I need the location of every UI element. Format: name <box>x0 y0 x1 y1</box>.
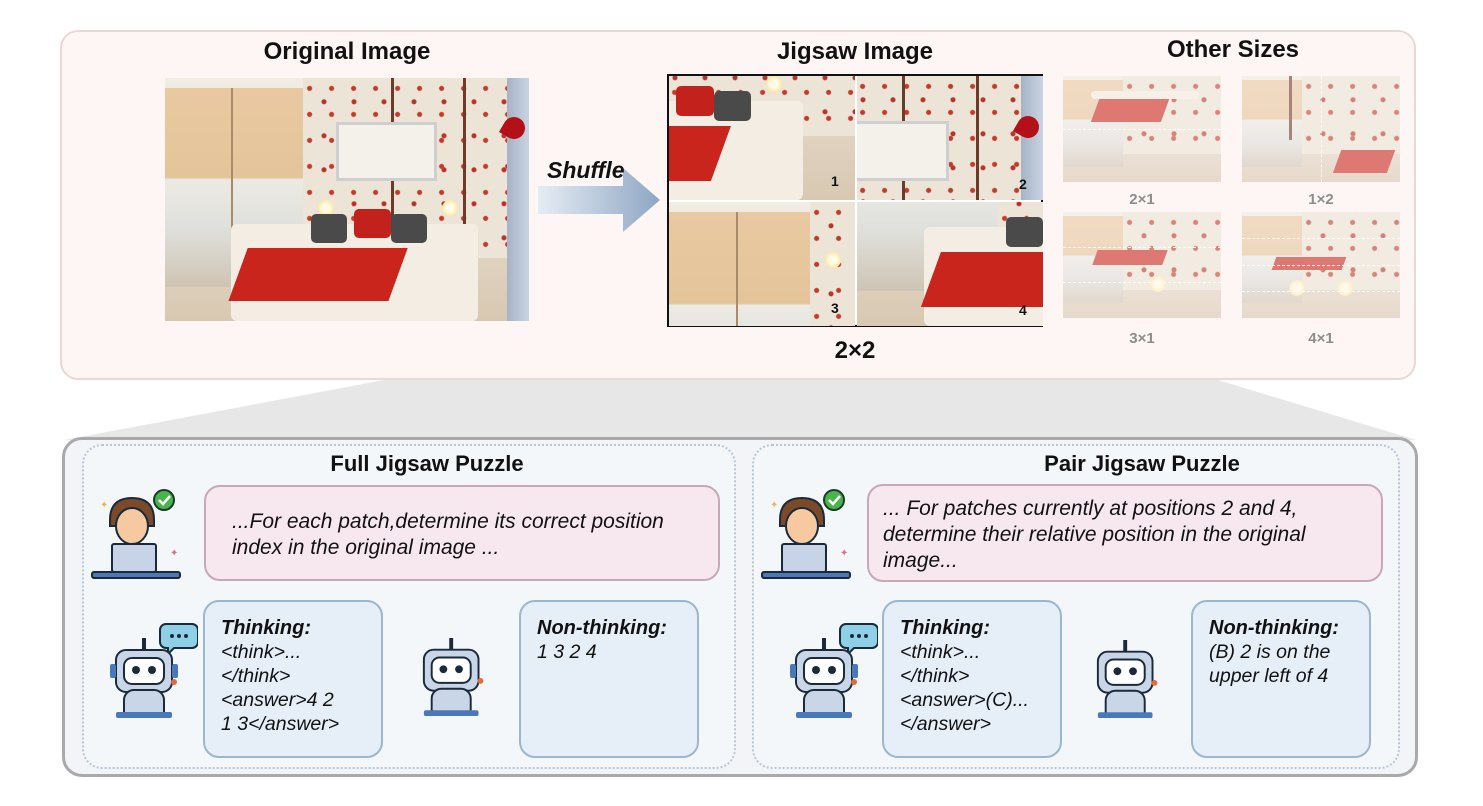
patch-index-1: 1 <box>831 173 839 189</box>
jigsaw-patch <box>857 76 1043 200</box>
grid-size-label: 2×2 <box>834 337 876 364</box>
patch-index-2: 2 <box>1019 176 1027 192</box>
svg-text:✦: ✦ <box>100 500 108 511</box>
thinking-body: <think>... </think> <answer>4 2 1 3</ans… <box>221 641 340 735</box>
pair-nonthinking-answer: Non-thinking: (B) 2 is on the upper left… <box>1191 600 1371 758</box>
size-label-3x1: 3×1 <box>1129 330 1155 347</box>
robot-assistant-icon <box>790 623 878 718</box>
thinking-label: Thinking: <box>221 617 311 639</box>
full-jigsaw-title: Full Jigsaw Puzzle <box>330 451 524 476</box>
size-thumb-2x1 <box>1063 76 1221 182</box>
pair-puzzle-prompt: ... For patches currently at positions 2… <box>867 484 1383 582</box>
svg-text:✦: ✦ <box>840 548 848 559</box>
shuffle-arrow <box>538 168 660 232</box>
pair-jigsaw-title: Pair Jigsaw Puzzle <box>1044 451 1240 476</box>
nonthinking-label: Non-thinking: <box>537 617 667 639</box>
patch-index-4: 4 <box>1019 302 1027 318</box>
full-nonthinking-answer: Non-thinking: 1 3 2 4 <box>519 600 699 758</box>
original-bedroom-image <box>165 78 529 321</box>
size-thumb-1x2 <box>1242 76 1400 182</box>
thinking-body: <think>... </think> <answer>(C)... </ans… <box>900 641 1029 735</box>
user-at-laptop-icon: ✦ ✦ <box>761 489 851 579</box>
robot-assistant-icon <box>422 638 484 717</box>
svg-text:✦: ✦ <box>770 500 778 511</box>
other-sizes-title: Other Sizes <box>1166 36 1300 63</box>
patch-index-3: 3 <box>831 300 839 316</box>
shuffle-label: Shuffle <box>547 157 625 183</box>
nonthinking-label: Non-thinking: <box>1209 617 1339 639</box>
robot-assistant-icon <box>1096 640 1158 719</box>
jigsaw-patch <box>669 76 855 200</box>
svg-text:✦: ✦ <box>170 548 178 559</box>
jigsaw-patch <box>669 202 855 326</box>
jigsaw-image-title: Jigsaw Image <box>776 38 934 65</box>
size-label-4x1: 4×1 <box>1308 330 1334 347</box>
full-puzzle-prompt: ...For each patch,determine its correct … <box>204 485 720 581</box>
size-label-2x1: 2×1 <box>1129 191 1155 208</box>
size-thumb-3x1 <box>1063 212 1221 318</box>
pair-thinking-answer: Thinking: <think>... </think> <answer>(C… <box>882 600 1062 758</box>
full-thinking-answer: Thinking: <think>... </think> <answer>4 … <box>203 600 383 758</box>
user-at-laptop-icon: ✦ ✦ <box>91 489 181 579</box>
jigsaw-image-2x2: 1 2 3 4 <box>667 74 1043 327</box>
thinking-label: Thinking: <box>900 617 990 639</box>
nonthinking-body: 1 3 2 4 <box>537 641 597 663</box>
size-label-1x2: 1×2 <box>1308 191 1334 208</box>
jigsaw-patch <box>857 202 1043 326</box>
size-thumb-4x1 <box>1242 212 1400 318</box>
original-image-title: Original Image <box>263 38 431 65</box>
nonthinking-body: (B) 2 is on the upper left of 4 <box>1209 641 1331 687</box>
robot-assistant-icon <box>110 623 198 718</box>
